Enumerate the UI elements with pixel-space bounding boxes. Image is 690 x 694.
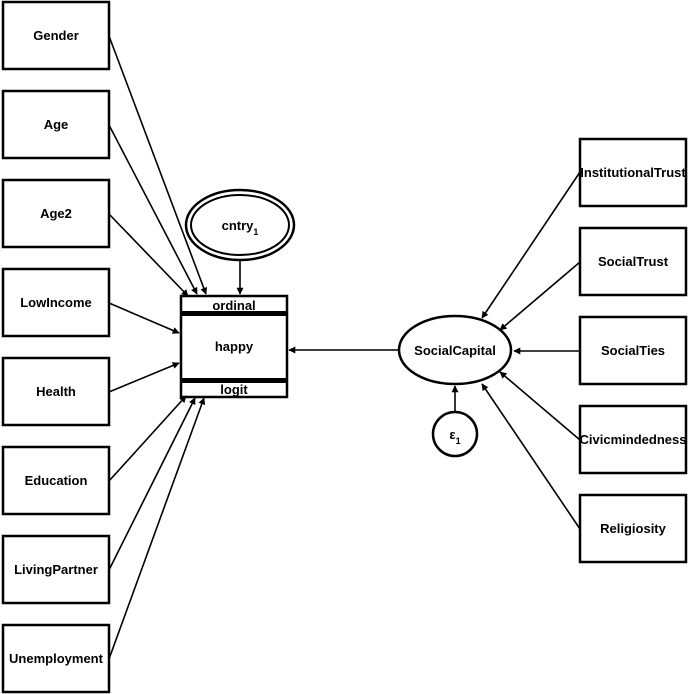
arrow-education-to-happy	[108, 395, 187, 482]
latent-node: SocialCapital	[397, 314, 513, 386]
variable-box-age2: Age2	[1, 178, 111, 249]
variable-label: Gender	[33, 28, 79, 43]
left-variables: Gender Age Age2 LowIncome Health Educati…	[1, 0, 111, 694]
variable-label: Religiosity	[600, 521, 667, 536]
variable-box-religiosity: Religiosity	[578, 493, 688, 564]
variable-label: LivingPartner	[14, 562, 98, 577]
outcome-label: happy	[215, 339, 254, 354]
arrow-age-to-happy	[108, 124, 198, 295]
variable-box-unemployment: Unemployment	[1, 623, 111, 694]
variable-label: Age2	[40, 206, 72, 221]
arrow-unemployment-to-happy	[108, 397, 206, 660]
arrow-socialtrust-to-socialcapital	[499, 261, 581, 331]
variable-box-socialties: SocialTies	[578, 315, 688, 386]
variable-label: SocialTies	[601, 343, 665, 358]
arrow-gender-to-happy	[108, 35, 208, 295]
outcome-family-label: ordinal	[212, 298, 255, 313]
right-variables: InstitutionalTrust SocialTrust SocialTie…	[578, 137, 688, 564]
arrow-health-to-happy	[108, 362, 180, 393]
variable-box-health: Health	[1, 356, 111, 427]
random-effect-node: cntry1	[184, 188, 296, 262]
error-label: ε1	[449, 427, 460, 446]
variable-label: InstitutionalTrust	[580, 165, 686, 180]
outcome-node: ordinal happy logit	[179, 294, 289, 399]
variable-label: Unemployment	[9, 651, 104, 666]
variable-box-livingpartner: LivingPartner	[1, 534, 111, 605]
variable-label: Civicmindedness	[580, 432, 687, 447]
arrow-livingpartner-to-happy	[108, 397, 196, 571]
latent-label: SocialCapital	[414, 343, 496, 358]
path-arrows	[108, 35, 581, 660]
random-effect-label: cntry1	[222, 218, 259, 237]
variable-label: Health	[36, 384, 76, 399]
error-node: ε1	[431, 410, 479, 458]
arrow-lowincome-to-happy	[108, 302, 180, 334]
variable-box-civicmindedness: Civicmindedness	[578, 404, 688, 475]
arrow-age2-to-happy	[108, 213, 189, 297]
variable-box-institutionaltrust: InstitutionalTrust	[578, 137, 688, 208]
arrow-religiosity-to-socialcapital	[481, 383, 581, 530]
variable-box-gender: Gender	[1, 0, 111, 71]
variable-box-socialtrust: SocialTrust	[578, 226, 688, 297]
arrow-civicmindedness-to-socialcapital	[499, 371, 581, 441]
arrow-institutionaltrust-to-socialcapital	[481, 171, 581, 319]
outcome-link-label: logit	[220, 382, 248, 397]
variable-label: SocialTrust	[598, 254, 669, 269]
variable-box-lowincome: LowIncome	[1, 267, 111, 338]
variable-label: LowIncome	[20, 295, 92, 310]
variable-label: Age	[44, 117, 69, 132]
variable-box-education: Education	[1, 445, 111, 516]
variable-box-age: Age	[1, 89, 111, 160]
variable-label: Education	[25, 473, 88, 488]
